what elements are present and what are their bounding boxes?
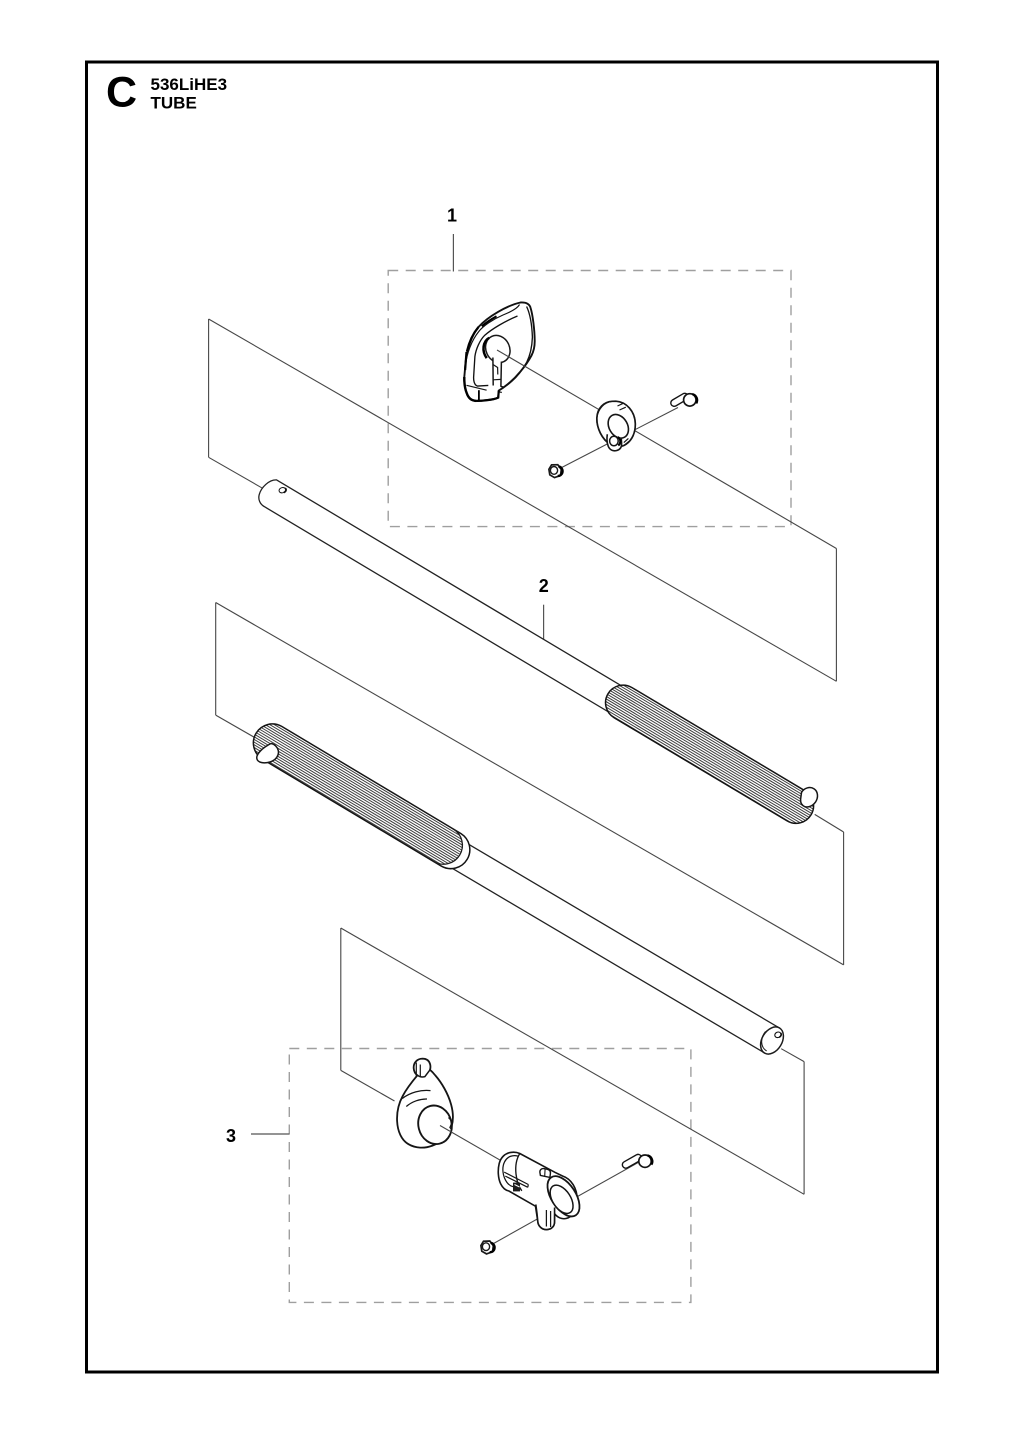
svg-text:1: 1 <box>447 206 457 226</box>
svg-text:3: 3 <box>226 1126 236 1146</box>
svg-text:TUBE: TUBE <box>151 94 197 113</box>
svg-text:C: C <box>106 69 137 117</box>
svg-text:2: 2 <box>539 576 549 596</box>
svg-text:536LiHE3: 536LiHE3 <box>151 75 228 94</box>
